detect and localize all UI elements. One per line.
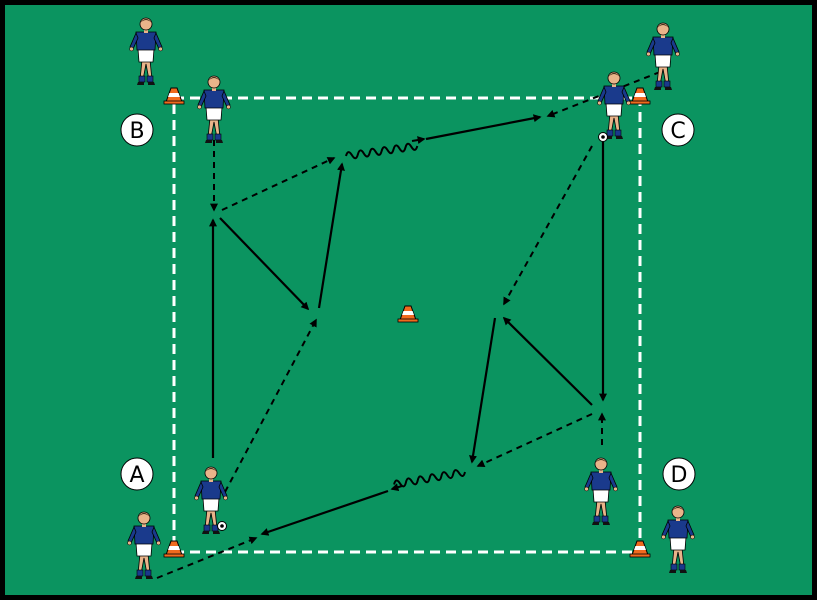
run-path xyxy=(503,145,593,306)
soccer-ball-icon xyxy=(598,132,608,142)
pass-path xyxy=(219,217,310,311)
pass-path xyxy=(502,316,593,406)
run-path xyxy=(221,157,336,211)
station-label-b: B xyxy=(120,113,154,147)
station-letter: B xyxy=(129,119,144,144)
drill-boundary xyxy=(172,96,642,554)
dribble-arrow xyxy=(390,483,403,491)
pass-path xyxy=(317,162,345,309)
grass-field xyxy=(5,5,812,595)
pass-path xyxy=(260,489,389,536)
pass-path xyxy=(469,317,497,464)
station-letter: D xyxy=(671,463,688,488)
station-letter: C xyxy=(670,119,685,144)
station-letter: A xyxy=(129,463,144,488)
station-label-d: D xyxy=(662,457,696,491)
run-path xyxy=(156,536,258,579)
soccer-ball-icon xyxy=(217,521,227,531)
dribble-path xyxy=(393,469,466,488)
dribble-arrow xyxy=(411,136,426,144)
pass-path xyxy=(425,114,542,141)
dribble-path xyxy=(345,142,419,160)
run-path xyxy=(476,413,593,467)
station-label-a: A xyxy=(120,457,154,491)
station-label-c: C xyxy=(661,113,695,147)
